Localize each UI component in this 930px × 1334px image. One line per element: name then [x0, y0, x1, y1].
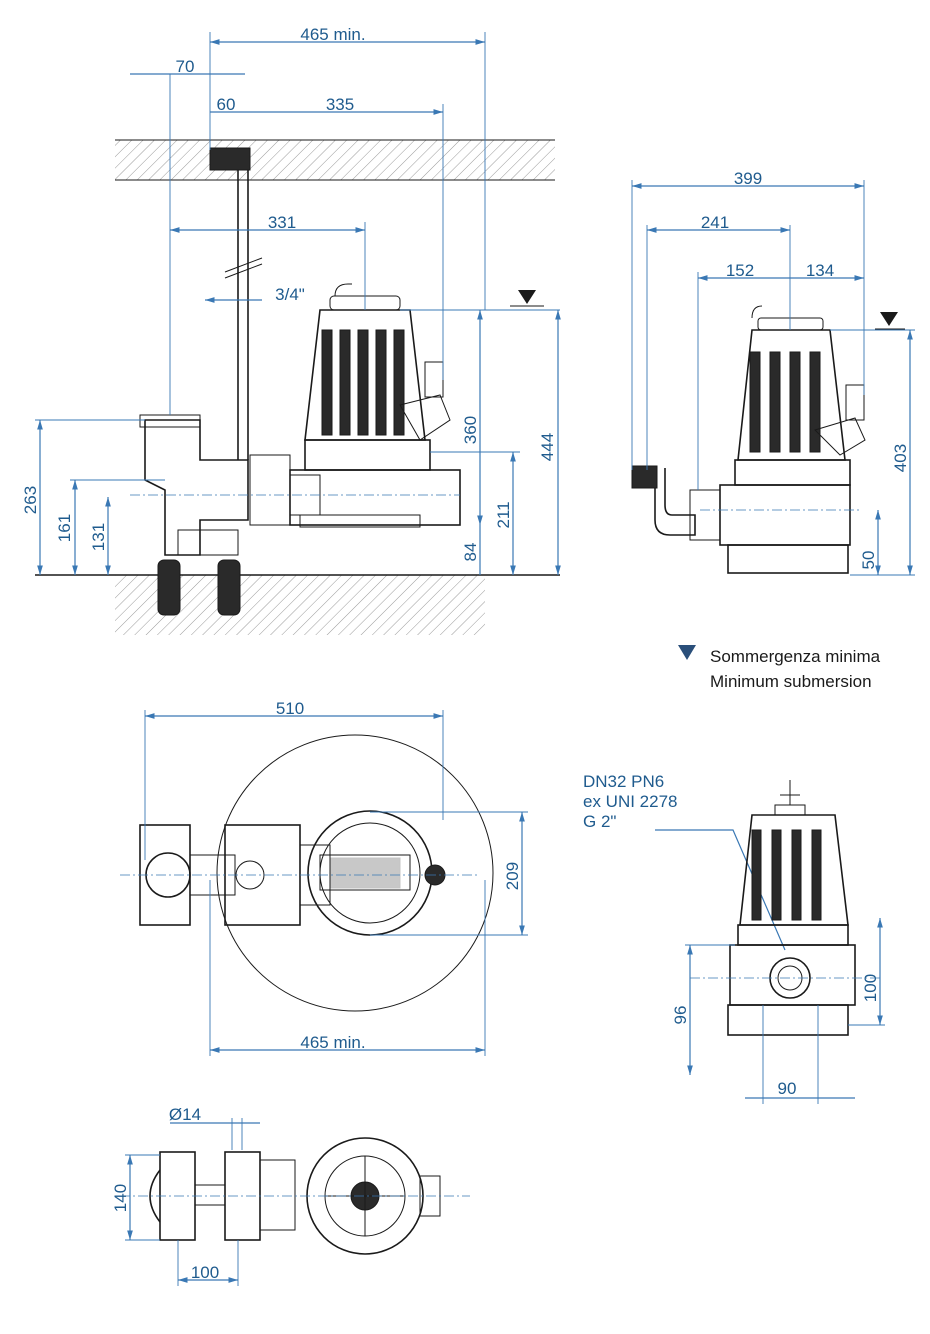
connection-label: DN32 PN6 ex UNI 2278 G 2"	[583, 772, 786, 951]
dim-134: 134	[806, 261, 834, 280]
dim-96: 96	[671, 1006, 690, 1025]
base-view: Ø14 140 100	[111, 1105, 470, 1286]
front-view: 399 241 152 134 403 50	[631, 169, 915, 576]
dim-3-4-inch: 3/4"	[275, 285, 305, 304]
dim-70: 70	[176, 57, 195, 76]
dim-211: 211	[494, 501, 513, 528]
dim-444: 444	[538, 433, 557, 461]
dim-100-small: 100	[861, 974, 880, 1002]
dim-161: 161	[55, 514, 74, 542]
dim-84: 84	[461, 543, 480, 562]
min-submersion-legend-icon	[678, 645, 696, 660]
dim-90: 90	[778, 1079, 797, 1098]
dim-465-bottom: 465 min.	[300, 1033, 365, 1052]
dim-360: 360	[461, 416, 480, 444]
dim-131: 131	[89, 523, 108, 551]
connection-line-1: DN32 PN6	[583, 772, 664, 791]
side-view: 465 min. 70 60 335 331 3/4" 263 161 131 …	[21, 25, 561, 635]
min-submersion-symbol-side	[518, 290, 536, 304]
pump-fins-front	[749, 351, 821, 453]
dim-263: 263	[21, 486, 40, 514]
dim-dia-14: Ø14	[169, 1105, 201, 1124]
small-front-view: 96 100 90	[671, 780, 885, 1104]
dim-140: 140	[111, 1184, 130, 1212]
dim-152: 152	[726, 261, 754, 280]
dim-331: 331	[268, 213, 296, 232]
dim-403: 403	[891, 444, 910, 472]
connection-line-3: G 2"	[583, 812, 616, 831]
dim-209: 209	[503, 862, 522, 890]
plan-view: 510 209 465 min.	[120, 699, 528, 1056]
legend-line-2: Minimum submersion	[710, 672, 872, 691]
dim-465-top: 465 min.	[300, 25, 365, 44]
dim-60: 60	[217, 95, 236, 114]
ceiling-hatch	[115, 140, 555, 180]
connection-line-2: ex UNI 2278	[583, 792, 678, 811]
legend: Sommergenza minima Minimum submersion	[678, 645, 881, 691]
dim-399: 399	[734, 169, 762, 188]
dim-100-base: 100	[191, 1263, 219, 1282]
dim-510: 510	[276, 699, 304, 718]
dim-50: 50	[859, 551, 878, 570]
min-submersion-symbol-front	[880, 312, 898, 326]
dim-241: 241	[701, 213, 729, 232]
pump-fins-small	[751, 829, 822, 921]
dim-335: 335	[326, 95, 354, 114]
pump-fins-side	[321, 329, 405, 436]
legend-line-1: Sommergenza minima	[710, 647, 881, 666]
